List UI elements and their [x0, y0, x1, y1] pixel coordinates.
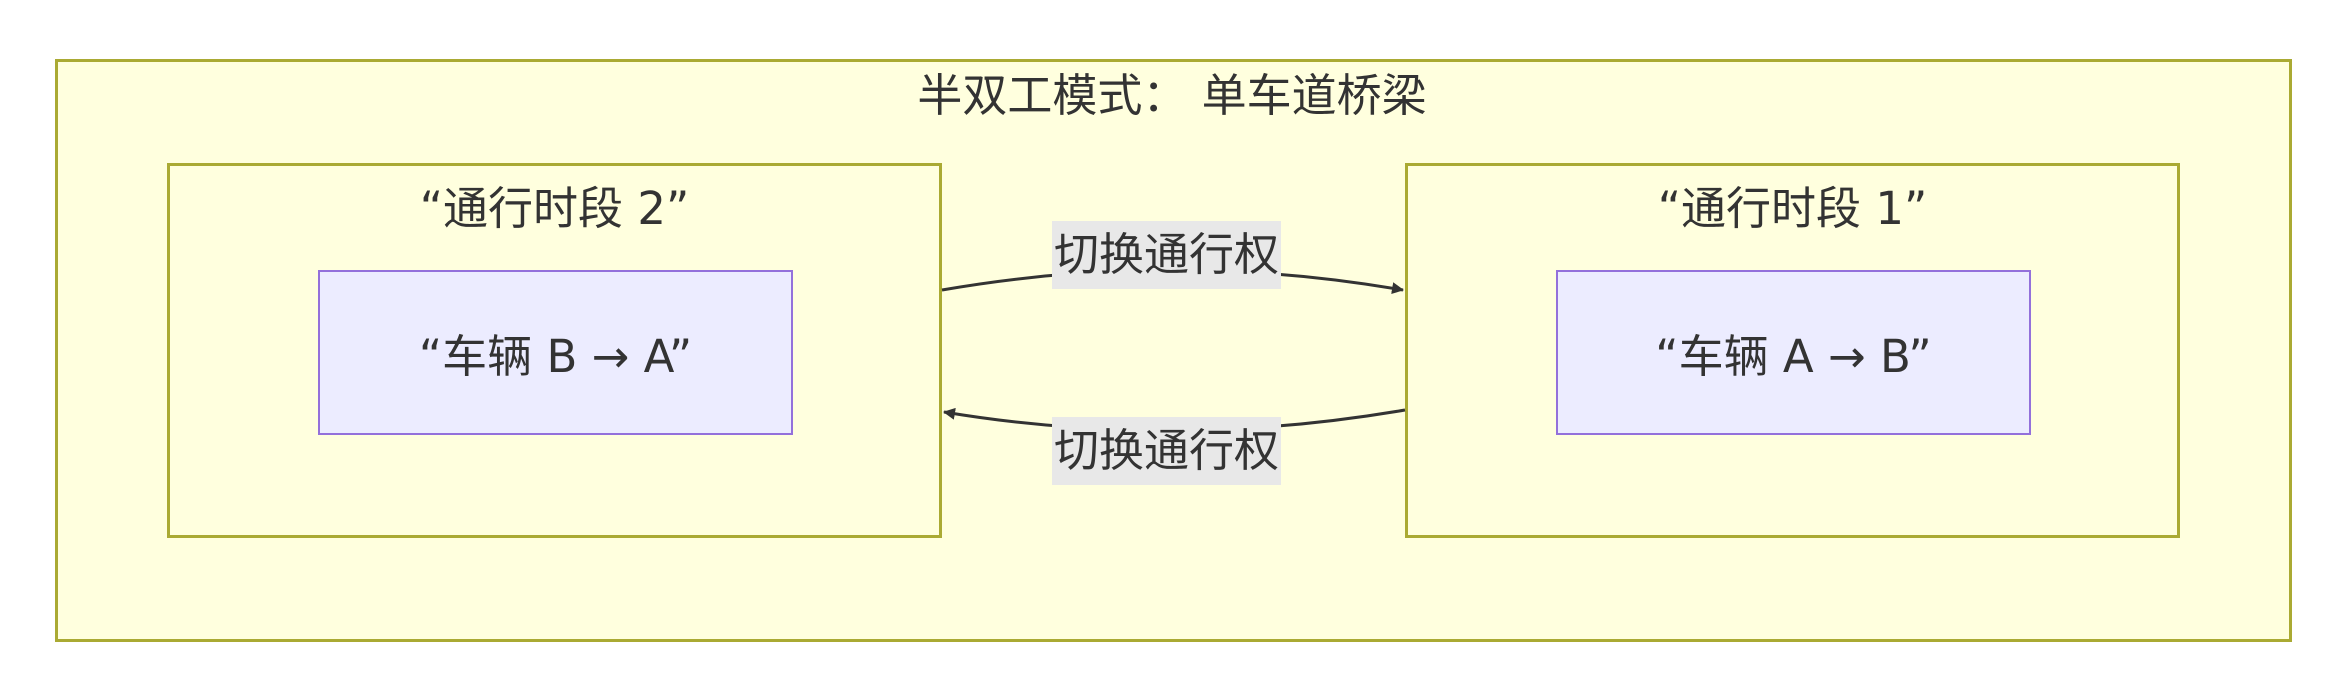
- node-vehicle-a-to-b: “车辆 A → B”: [1556, 270, 2031, 435]
- subgraph-period-1: “通行时段 1” “车辆 A → B”: [1405, 163, 2180, 538]
- edge-label-bottom: 切换通行权: [1052, 417, 1282, 485]
- edge-label-top: 切换通行权: [1052, 221, 1282, 289]
- subgraph-period-1-title: “通行时段 1”: [1657, 182, 1928, 235]
- subgraph-period-2-title: “通行时段 2”: [419, 182, 690, 235]
- node-vehicle-a-to-b-label: “车辆 A → B”: [1655, 330, 1932, 383]
- diagram-title: 半双工模式： 单车道桥梁: [917, 69, 1427, 122]
- subgraph-period-2: “通行时段 2” “车辆 B → A”: [167, 163, 942, 538]
- node-vehicle-b-to-a: “车辆 B → A”: [318, 270, 793, 435]
- node-vehicle-b-to-a-label: “车辆 B → A”: [418, 330, 693, 383]
